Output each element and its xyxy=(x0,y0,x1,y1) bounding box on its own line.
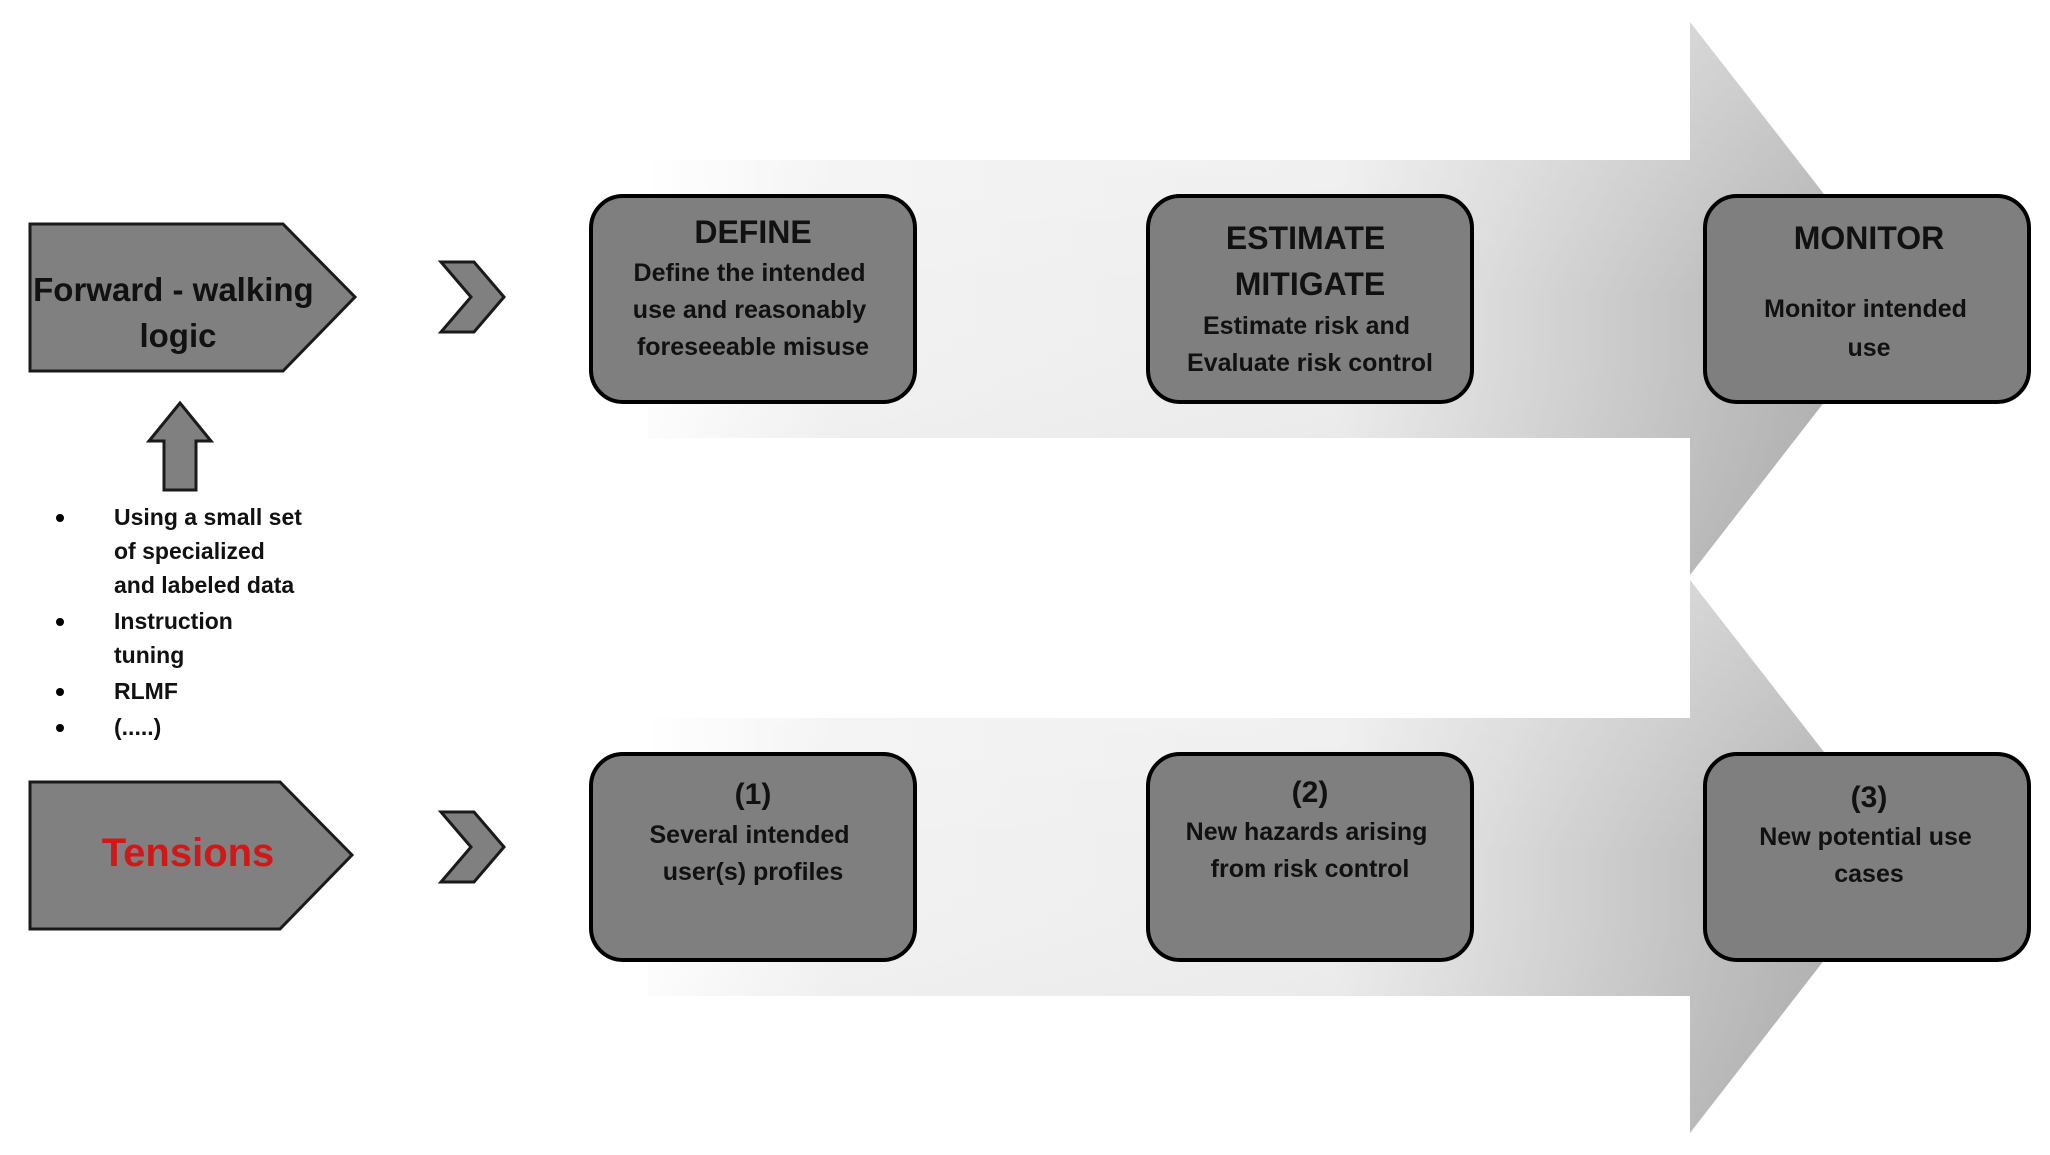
step-monitor-box: MONITOR Monitor intended use xyxy=(1703,194,2031,404)
bullet-icon xyxy=(56,618,64,626)
list-item: Instruction tuning xyxy=(48,604,368,672)
step-define-title: DEFINE xyxy=(694,214,811,250)
bullet-icon xyxy=(56,688,64,696)
forward-walking-label: Forward - walking logic xyxy=(33,271,323,354)
tension-1-box: (1) Several intended user(s) profiles xyxy=(589,752,917,962)
bullet-icon xyxy=(56,724,64,732)
tension-1-title: (1) xyxy=(735,778,772,811)
step-estimate-mitigate-box: ESTIMATE MITIGATE Estimate risk and Eval… xyxy=(1146,194,1474,404)
tension-3-description: New potential use cases xyxy=(1759,823,1979,888)
step-monitor-description: Monitor intended use xyxy=(1764,295,1974,362)
chevron-right-icon xyxy=(437,260,506,334)
step-define-description: Define the intended use and reasonably f… xyxy=(633,259,873,361)
chevron-right-icon xyxy=(437,810,506,884)
step-estimate-mitigate-title: ESTIMATE MITIGATE xyxy=(1226,220,1394,302)
step-estimate-mitigate-description: Estimate risk and Evaluate risk control xyxy=(1187,312,1433,377)
up-arrow-icon xyxy=(145,400,215,492)
step-define-box: DEFINE Define the intended use and reaso… xyxy=(589,194,917,404)
list-item: RLMF xyxy=(48,674,368,708)
list-item: Using a small set of specialized and lab… xyxy=(48,500,368,602)
tension-3-box: (3) New potential use cases xyxy=(1703,752,2031,962)
tension-3-title: (3) xyxy=(1851,781,1888,814)
forward-walking-label-box: Forward - walking logic xyxy=(28,222,358,373)
tensions-label-box: Tensions xyxy=(28,780,355,931)
step-monitor-title: MONITOR xyxy=(1794,220,1945,256)
tension-2-box: (2) New hazards arising from risk contro… xyxy=(1146,752,1474,962)
tension-1-description: Several intended user(s) profiles xyxy=(649,821,856,886)
list-item: (.....) xyxy=(48,710,368,744)
techniques-list: Using a small set of specialized and lab… xyxy=(48,500,368,744)
tensions-label: Tensions xyxy=(102,831,275,875)
tension-2-title: (2) xyxy=(1292,776,1329,809)
bullet-icon xyxy=(56,514,64,522)
tension-2-description: New hazards arising from risk control xyxy=(1186,818,1435,883)
